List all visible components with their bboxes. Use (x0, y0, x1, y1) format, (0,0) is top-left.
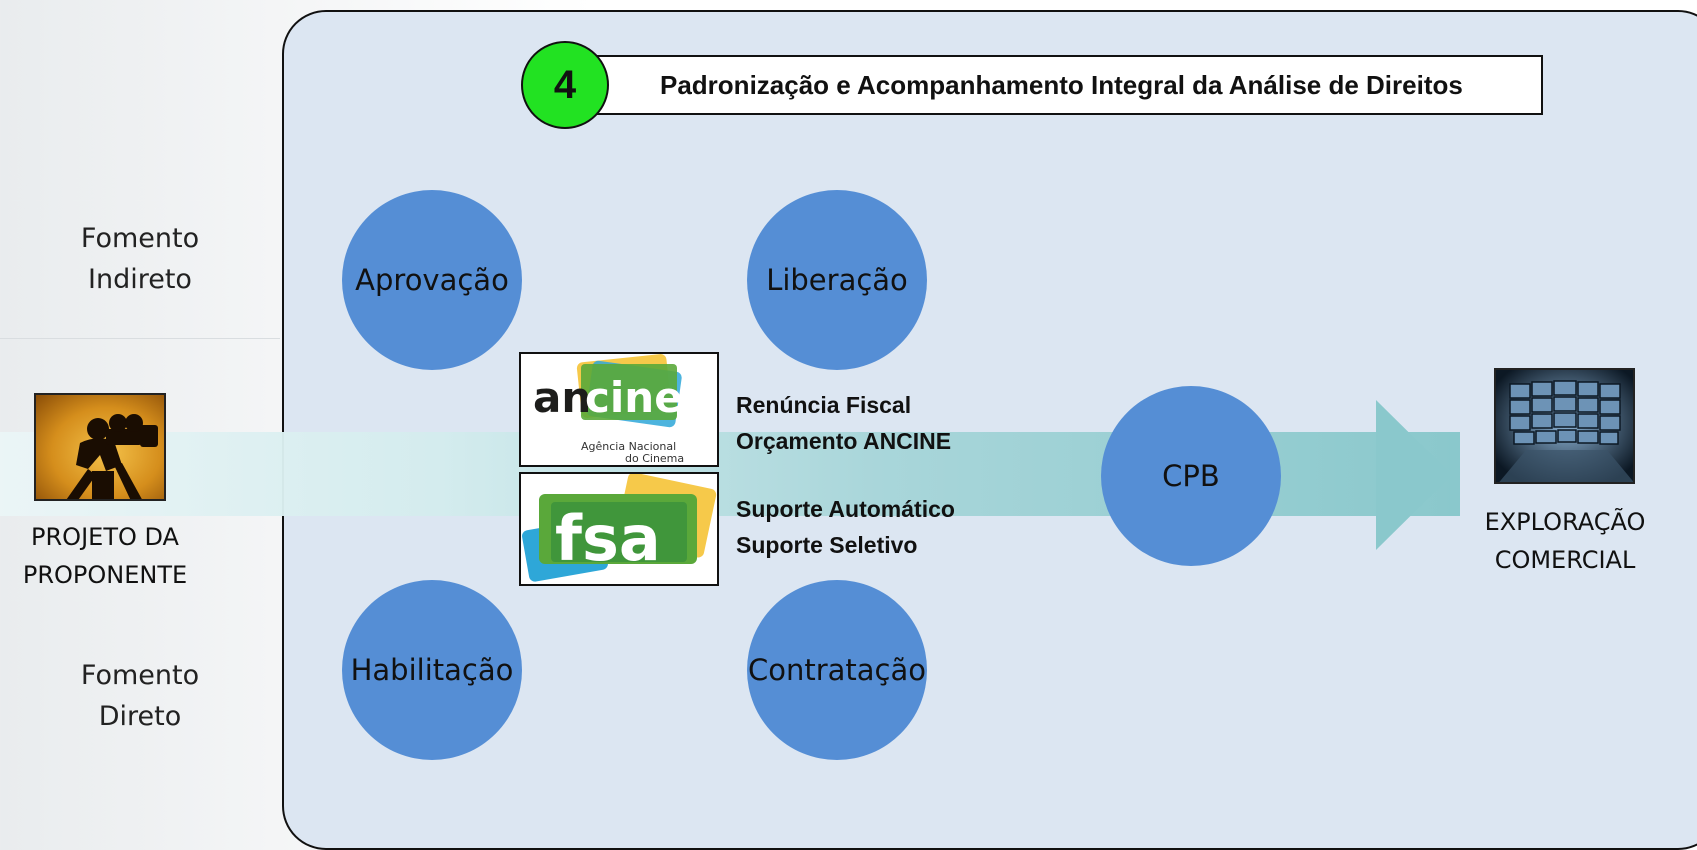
fomento-indireto-label: Fomento Indireto (60, 218, 220, 300)
fsa-programs: Suporte Automático Suporte Seletivo (736, 491, 955, 563)
ancine-program-orcamento: Orçamento ANCINE (736, 428, 952, 454)
ancine-tagline-1: Agência Nacional (581, 440, 676, 453)
fsa-logo-text: fsa (555, 502, 661, 575)
fsa-program-seletivo: Suporte Seletivo (736, 532, 918, 558)
film-camera-icon (34, 393, 166, 501)
video-wall-icon (1494, 368, 1635, 484)
fomento-direto-line2: Direto (98, 701, 182, 732)
projeto-line1: PROJETO DA (31, 523, 179, 551)
flow-arrow-head (1376, 400, 1452, 550)
stage-habilitacao: Habilitação (342, 580, 522, 760)
fsa-program-automatico: Suporte Automático (736, 496, 955, 522)
stage-aprovacao: Aprovação (342, 190, 522, 370)
fomento-direto-line1: Fomento (80, 660, 200, 691)
exploracao-line2: COMERCIAL (1494, 546, 1636, 574)
fomento-direto-label: Fomento Direto (60, 655, 220, 737)
ancine-programs: Renúncia Fiscal Orçamento ANCINE (736, 387, 951, 459)
step-number-badge: 4 (521, 41, 609, 129)
section-title-text: Padronização e Acompanhamento Integral d… (660, 69, 1463, 100)
fsa-logo-graphic: fsa (522, 472, 717, 582)
ancine-logo-graphic: an cine Agência Nacional do Cinema (533, 354, 684, 465)
section-title: Padronização e Acompanhamento Integral d… (586, 55, 1543, 115)
fomento-indireto-line2: Indireto (88, 264, 192, 295)
step-number: 4 (553, 62, 577, 107)
exploracao-line1: EXPLORAÇÃO (1484, 508, 1646, 536)
stage-contratacao-label: Contratação (747, 653, 927, 687)
ancine-program-renuncia: Renúncia Fiscal (736, 392, 912, 418)
process-panel (282, 10, 1697, 850)
stage-aprovacao-label: Aprovação (355, 263, 509, 297)
fsa-logo: fsa (519, 472, 719, 586)
projeto-line2: PROPONENTE (22, 561, 188, 589)
stage-contratacao: Contratação (747, 580, 927, 760)
fomento-indireto-line1: Fomento (80, 223, 200, 254)
ancine-logo-cine: cine (585, 373, 683, 422)
left-divider (0, 338, 280, 339)
stage-cpb-label: CPB (1162, 459, 1220, 493)
exploracao-comercial-label: EXPLORAÇÃO COMERCIAL (1460, 503, 1670, 579)
ancine-tagline-2: do Cinema (625, 452, 684, 465)
stage-cpb: CPB (1101, 386, 1281, 566)
projeto-proponente-label: PROJETO DA PROPONENTE (0, 518, 210, 594)
stage-liberacao: Liberação (747, 190, 927, 370)
stage-liberacao-label: Liberação (766, 263, 908, 297)
ancine-logo: an cine Agência Nacional do Cinema (519, 352, 719, 467)
ancine-logo-an: an (533, 373, 591, 422)
stage-habilitacao-label: Habilitação (350, 653, 514, 687)
